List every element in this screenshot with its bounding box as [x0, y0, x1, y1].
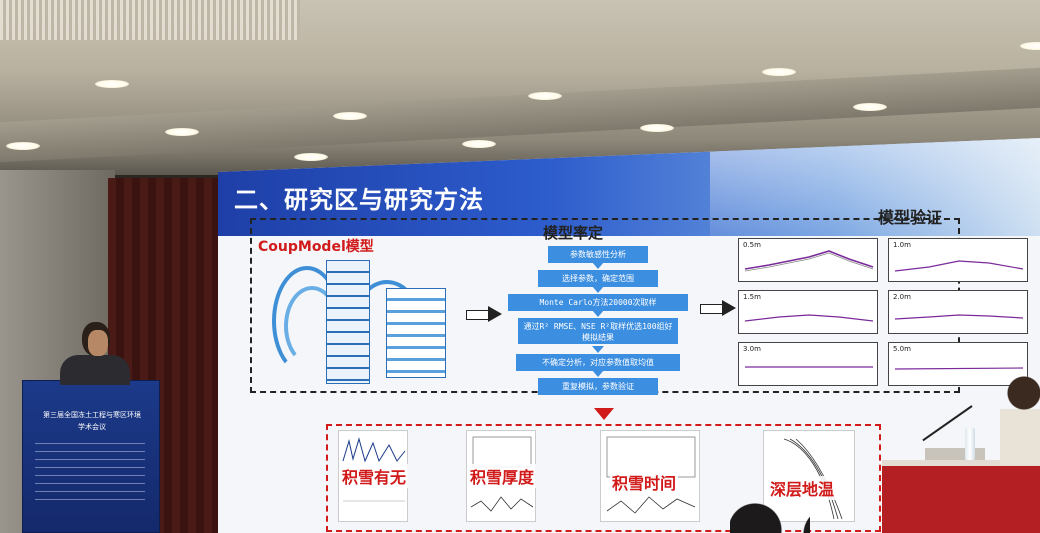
down-arrow-icon: [594, 408, 614, 420]
flow-step: 不确定分析，对应参数值取均值: [516, 354, 680, 371]
slide-title: 二、研究区与研究方法: [234, 186, 484, 214]
flux-arc: [272, 266, 342, 376]
presenter-table: [882, 460, 1040, 533]
podium-title-line: 学术会议: [78, 423, 106, 431]
flux-arc: [284, 286, 340, 366]
flow-step: 参数敏感性分析: [548, 246, 648, 263]
validation-plot: 3.0m: [738, 342, 878, 386]
output-label: 深层地温: [768, 476, 837, 500]
ceiling-light: [6, 142, 40, 150]
plot-depth-label: 3.0m: [743, 345, 761, 353]
podium-text-line: [35, 451, 145, 452]
plot-depth-label: 1.0m: [893, 241, 911, 249]
plot-depth-label: 2.0m: [893, 293, 911, 301]
plot-depth-label: 5.0m: [893, 345, 911, 353]
ceiling-light: [294, 153, 328, 161]
plot-lines: [894, 367, 1024, 370]
ceiling-light: [333, 112, 367, 120]
arrow-right-icon: [700, 300, 736, 316]
down-arrow-icon: [592, 262, 604, 269]
output-label: 积雪厚度: [468, 464, 537, 488]
down-arrow-icon: [592, 310, 604, 317]
calibration-title: 模型率定: [543, 224, 604, 242]
plot-lines: [744, 314, 874, 322]
thumbnail-plot: [783, 438, 843, 520]
soil-layers: [386, 288, 446, 378]
ceiling-light: [462, 140, 496, 148]
ceiling-light: [528, 92, 562, 100]
flow-step: 选择参数，确定范围: [538, 270, 658, 287]
flow-step: 通过R² RMSE、NSE R²取样优选100组好模拟结果: [518, 318, 678, 344]
validation-title: 模型验证: [878, 208, 943, 227]
podium-title: 第三届全国冻土工程与寒区环境 学术会议: [29, 409, 155, 433]
flow-step: 重复模拟，参数验证: [538, 378, 658, 395]
validation-plot: 0.5m: [738, 238, 878, 282]
plot-depth-label: 0.5m: [743, 241, 761, 249]
podium-text-line: [35, 443, 145, 444]
model-title: CoupModel模型: [258, 239, 374, 255]
plot-depth-label: 1.5m: [743, 293, 761, 301]
laptop: [925, 448, 985, 460]
podium-text-line: [35, 483, 145, 484]
down-arrow-icon: [592, 370, 604, 377]
podium-text-line: [35, 475, 145, 476]
down-arrow-icon: [592, 346, 604, 353]
validation-plot: 2.0m: [888, 290, 1028, 334]
speaker: [60, 355, 130, 385]
soil-column: [326, 260, 370, 384]
output-label: 积雪有无: [340, 464, 409, 488]
chandelier: [0, 0, 300, 40]
podium-title-line: 第三届全国冻土工程与寒区环境: [43, 411, 141, 419]
podium-text-line: [35, 467, 145, 468]
validation-plots: 0.5m 1.0m 1.5m 2.0m 3.0m 5.0m: [738, 238, 1038, 388]
water-bottle: [965, 428, 975, 460]
podium-text-line: [35, 491, 145, 492]
ceiling-light: [95, 80, 129, 88]
ceiling-light: [762, 68, 796, 76]
ceiling-light: [853, 103, 887, 111]
down-arrow-icon: [592, 286, 604, 293]
validation-plot: 1.0m: [888, 238, 1028, 282]
plot-lines: [745, 366, 873, 368]
podium: 第三届全国冻土工程与寒区环境 学术会议: [22, 380, 160, 533]
ceiling-light: [1020, 42, 1040, 50]
plot-lines: [744, 250, 874, 272]
ceiling-light: [640, 124, 674, 132]
seated-person: [1000, 375, 1040, 465]
flow-step: Monte Carlo方法20000次取样: [508, 294, 688, 311]
speaker-face: [88, 330, 108, 356]
plot-lines: [894, 260, 1024, 272]
outputs-panel: [326, 424, 881, 532]
podium-text-line: [35, 499, 145, 500]
validation-plot: 1.5m: [738, 290, 878, 334]
thumbnail-plot: [342, 437, 406, 502]
ceiling-light: [165, 128, 199, 136]
arrow-right-icon: [466, 306, 502, 322]
output-label: 积雪时间: [610, 470, 679, 494]
podium-text-line: [35, 459, 145, 460]
plot-lines: [894, 314, 1024, 320]
audience-heads: [730, 500, 810, 533]
